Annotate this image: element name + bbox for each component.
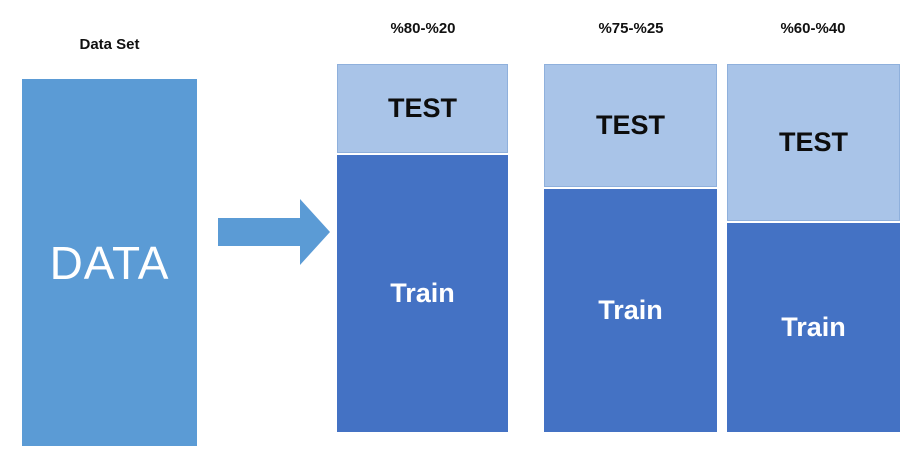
train-label: Train xyxy=(390,278,455,308)
right-arrow-icon xyxy=(218,199,330,265)
test-label: TEST xyxy=(387,93,457,123)
data-block: DATA xyxy=(22,79,197,446)
split-title: %60-%40 xyxy=(780,20,846,37)
test-block: TEST xyxy=(337,64,508,153)
train-label: Train xyxy=(598,295,663,325)
test-label: TEST xyxy=(778,127,848,157)
test-block: TEST xyxy=(727,64,900,221)
dataset-title: Data Set xyxy=(79,36,140,53)
test-block: TEST xyxy=(544,64,717,187)
train-block: Train xyxy=(727,221,900,432)
split-60-40: TEST Train xyxy=(727,64,900,432)
split-title: %80-%20 xyxy=(390,20,456,37)
data-block-label: DATA xyxy=(49,236,170,289)
test-label: TEST xyxy=(595,110,665,140)
train-block: Train xyxy=(544,187,717,432)
train-label: Train xyxy=(781,312,846,342)
split-title: %75-%25 xyxy=(598,20,664,37)
split-80-20: TEST Train xyxy=(337,64,508,432)
split-75-25: TEST Train xyxy=(544,64,717,432)
train-block: Train xyxy=(337,153,508,432)
